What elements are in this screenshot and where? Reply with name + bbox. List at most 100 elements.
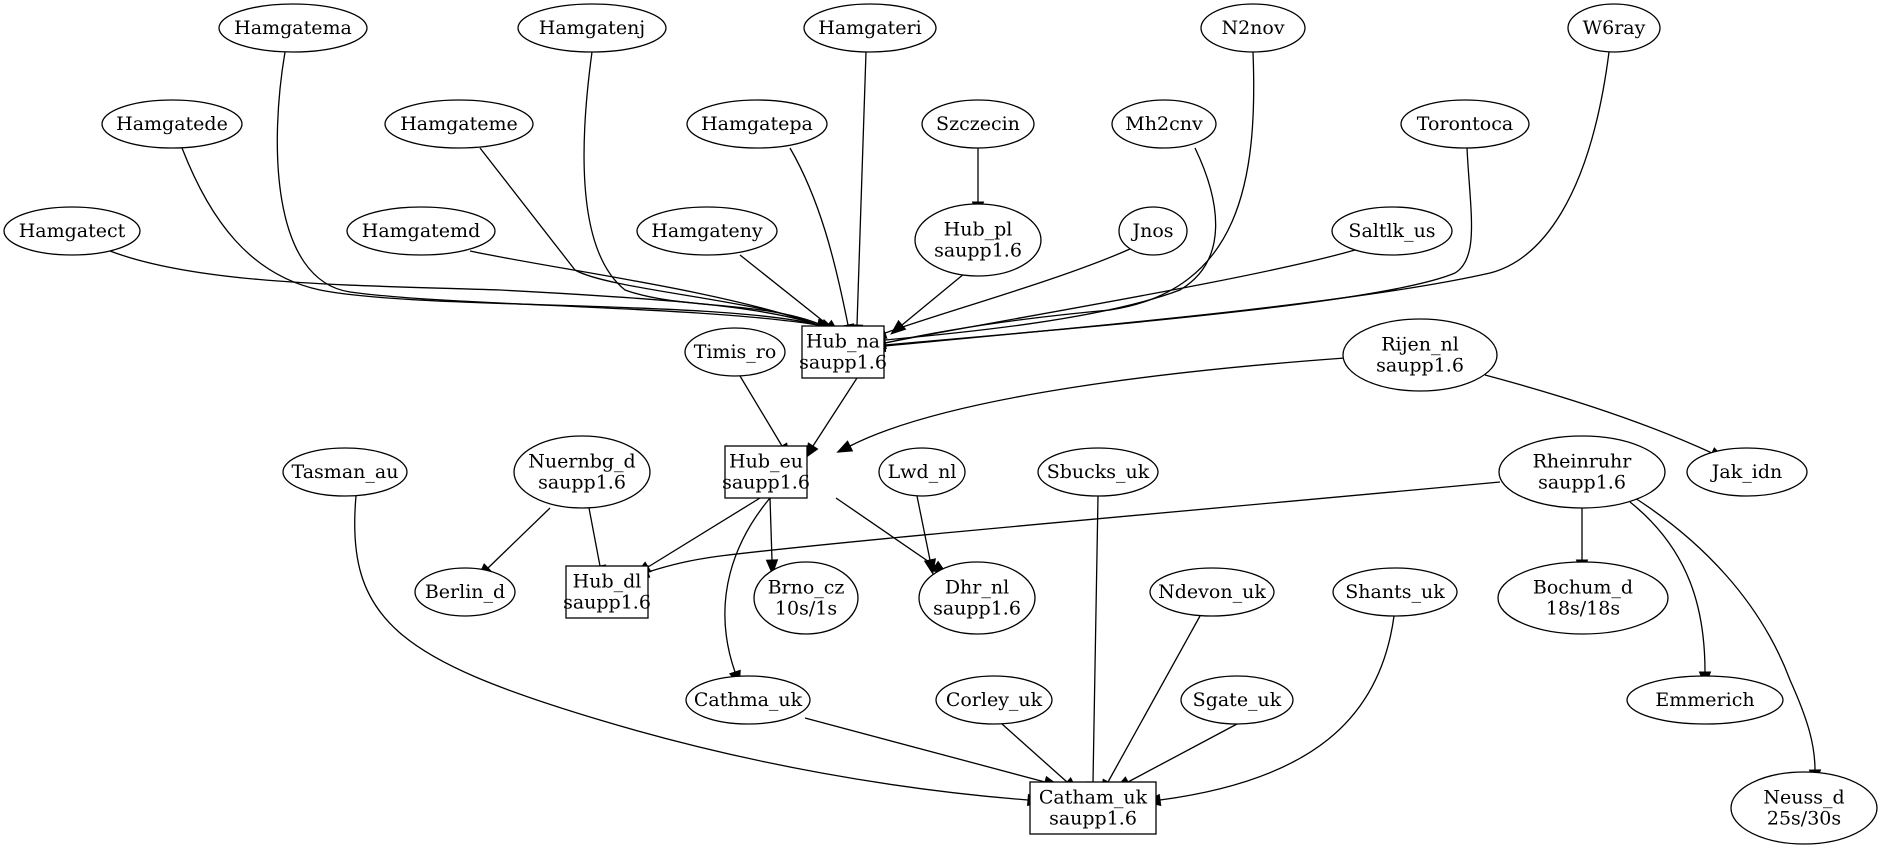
node-label: Shants_uk <box>1345 581 1445 603</box>
node-ellipse <box>1180 675 1294 725</box>
edge-line <box>789 147 849 326</box>
node-label: Catham_uk <box>1039 787 1148 809</box>
node-shants-uk[interactable]: Shants_uk <box>1332 567 1458 617</box>
node-hamgatemd[interactable]: Hamgatemd <box>346 206 496 256</box>
edge-sbucks_uk-to-catham_uk <box>1086 495 1100 798</box>
node-ellipse <box>918 561 1036 635</box>
node-ellipse <box>218 3 368 53</box>
node-label: Hamgatema <box>234 17 352 39</box>
edge-lwd_nl-to-dhr_nl <box>916 495 937 576</box>
node-sbucks-uk[interactable]: Sbucks_uk <box>1037 447 1159 497</box>
node-label: Tasman_au <box>292 461 399 483</box>
node-hamgatema[interactable]: Hamgatema <box>218 3 368 53</box>
node-sublabel: 10s/1s <box>775 598 837 620</box>
edge-line <box>739 375 783 447</box>
node-ellipse <box>1498 435 1666 509</box>
edges-layer <box>109 51 1822 807</box>
edge-line <box>588 507 601 567</box>
node-label: Emmerich <box>1655 689 1754 711</box>
edge-line <box>1634 497 1816 771</box>
node-label: Hamgatemd <box>362 220 480 242</box>
edge-line <box>1001 723 1068 783</box>
node-timis-ro[interactable]: Timis_ro <box>684 327 786 377</box>
node-szczecin[interactable]: Szczecin <box>921 99 1035 149</box>
node-ellipse <box>753 561 859 635</box>
node-label: N2nov <box>1221 17 1284 39</box>
node-ellipse <box>1200 3 1306 53</box>
node-hamgatenj[interactable]: Hamgatenj <box>517 3 667 53</box>
node-ellipse <box>686 99 828 149</box>
edge-sgate_uk-to-catham_uk <box>1114 723 1238 790</box>
edge-rijen_nl-to-hub_eu <box>836 357 1346 453</box>
node-label: Hamgateny <box>651 220 763 242</box>
node-sublabel: saupp1.6 <box>933 598 1021 620</box>
edge-line <box>812 377 858 447</box>
node-hamgateri[interactable]: Hamgateri <box>803 3 937 53</box>
node-emmerich[interactable]: Emmerich <box>1626 675 1784 725</box>
arrowhead-icon <box>765 559 779 576</box>
edge-line <box>884 51 1610 347</box>
edge-line <box>1092 495 1099 783</box>
node-sgate-uk[interactable]: Sgate_uk <box>1180 675 1294 725</box>
edge-hamgatect-to-hub_na <box>109 250 833 331</box>
edge-line <box>916 495 931 561</box>
node-label: Jnos <box>1130 220 1173 242</box>
edge-line <box>739 254 829 326</box>
edge-line <box>1159 615 1395 801</box>
node-hamgatepa[interactable]: Hamgatepa <box>686 99 828 149</box>
node-berlin-d[interactable]: Berlin_d <box>414 567 516 617</box>
edge-hub_eu-to-brno_cz <box>765 497 779 576</box>
node-mh2cnv[interactable]: Mh2cnv <box>1111 99 1217 149</box>
node-ellipse <box>346 206 496 256</box>
node-hamgatede[interactable]: Hamgatede <box>101 99 243 149</box>
node-lwd-nl[interactable]: Lwd_nl <box>878 447 966 497</box>
node-jak-idn[interactable]: Jak_idn <box>1686 447 1808 497</box>
node-box <box>565 565 649 619</box>
node-hamgateme[interactable]: Hamgateme <box>384 99 534 149</box>
node-label: Hub_eu <box>729 451 803 473</box>
node-ellipse <box>935 675 1053 725</box>
node-saltlk-us[interactable]: Saltlk_us <box>1331 206 1453 256</box>
node-ellipse <box>1730 771 1878 845</box>
node-n2nov[interactable]: N2nov <box>1200 3 1306 53</box>
node-label: Hamgatede <box>116 113 228 135</box>
node-sublabel: 25s/30s <box>1767 808 1841 830</box>
edge-line <box>884 248 1131 334</box>
node-label: Jak_idn <box>1710 461 1782 483</box>
arrowhead-icon <box>923 558 937 576</box>
node-ndevon-uk[interactable]: Ndevon_uk <box>1149 567 1275 617</box>
node-label: Timis_ro <box>694 341 777 363</box>
node-torontoca[interactable]: Torontoca <box>1400 99 1530 149</box>
node-label: Rijen_nl <box>1381 334 1459 356</box>
node-cathma-uk[interactable]: Cathma_uk <box>685 675 811 725</box>
node-jnos[interactable]: Jnos <box>1118 206 1188 256</box>
node-ellipse <box>1149 567 1275 617</box>
node-label: Torontoca <box>1417 113 1513 135</box>
node-hamgatect[interactable]: Hamgatect <box>3 206 141 256</box>
edge-tasman_au-to-catham_uk <box>354 495 1044 807</box>
edge-line <box>1484 374 1713 454</box>
node-corley-uk[interactable]: Corley_uk <box>935 675 1053 725</box>
edge-line <box>583 51 823 326</box>
edge-line <box>1127 723 1238 783</box>
node-ellipse <box>1118 206 1188 256</box>
node-w6ray[interactable]: W6ray <box>1567 3 1661 53</box>
node-ellipse <box>1400 99 1530 149</box>
node-hamgateny[interactable]: Hamgateny <box>636 206 778 256</box>
edge-line <box>487 507 551 569</box>
node-box <box>801 325 885 379</box>
node-ellipse <box>1567 3 1661 53</box>
node-tasman-au[interactable]: Tasman_au <box>282 447 408 497</box>
